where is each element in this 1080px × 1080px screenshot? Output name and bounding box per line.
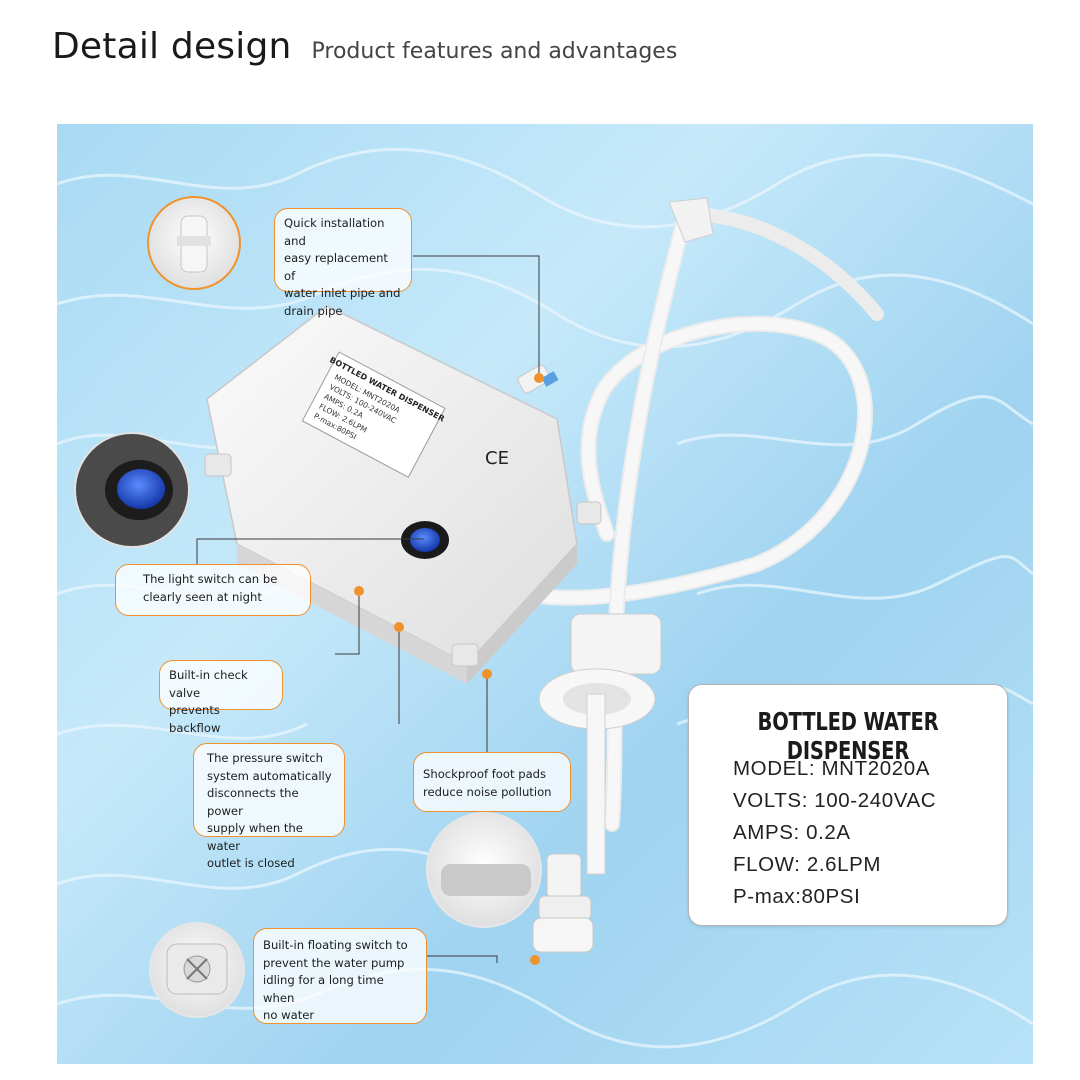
power-switch xyxy=(410,528,440,552)
spec-pmax: P-max:80PSI xyxy=(733,885,861,908)
callout-pressure-switch: The pressure switch system automatically… xyxy=(193,743,345,870)
spec-model: MODEL: MNT2020A xyxy=(733,757,930,780)
ce-mark: CE xyxy=(485,448,509,469)
callout-line: disconnects the power xyxy=(207,786,299,818)
callout-line: Quick installation and xyxy=(284,216,385,248)
marker-dots xyxy=(354,373,544,965)
leader-lines xyxy=(196,255,540,963)
page-title: Detail design xyxy=(52,26,292,67)
spec-amps: AMPS: 0.2A xyxy=(733,821,851,844)
callout-line: drain pipe xyxy=(284,303,343,318)
spec-title: BOTTLED WATER DISPENSER xyxy=(757,707,939,765)
callout-line: Shockproof foot pads xyxy=(423,767,547,781)
page-subtitle: Product features and advantages xyxy=(311,39,678,64)
spec-flow: FLOW: 2.6LPM xyxy=(733,853,882,876)
callout-floating-switch: Built-in floating switch to prevent the … xyxy=(253,928,427,1024)
header: Detail design Product features and advan… xyxy=(52,26,677,67)
callout-check-valve: Built-in check valve prevents backflow xyxy=(159,660,283,735)
callout-line: outlet is closed xyxy=(207,856,295,870)
callout-line: supply when the water xyxy=(207,821,303,853)
outlet-connector xyxy=(532,853,594,953)
callout-line: system automatically xyxy=(207,768,332,783)
callout-line: The light switch can be xyxy=(143,572,278,586)
callout-line: Built-in floating switch to xyxy=(263,938,408,952)
callout-quick-installation: Quick installation and easy replacement … xyxy=(274,208,412,318)
tubing xyxy=(519,201,884,832)
spec-card: BOTTLED WATER DISPENSER MODEL: MNT2020A … xyxy=(688,684,1008,926)
callout-line: idling for a long time when xyxy=(263,973,384,1005)
callout-line: clearly seen at night xyxy=(143,589,262,604)
callout-line: easy replacement of xyxy=(284,251,388,283)
callout-line: prevent the water pump xyxy=(263,955,405,970)
callout-line: reduce noise pollution xyxy=(423,784,552,799)
zoom-inlet-fitting xyxy=(147,196,241,290)
callout-line: Built-in check valve xyxy=(169,668,248,700)
zoom-floating-switch xyxy=(149,922,245,1018)
callout-line: water inlet pipe and xyxy=(284,286,401,300)
callout-line: The pressure switch xyxy=(207,751,324,765)
callout-light-switch: The light switch can be clearly seen at … xyxy=(115,564,311,616)
callout-foot-pads: Shockproof foot pads reduce noise pollut… xyxy=(413,752,571,812)
bottle-cap-adapter xyxy=(538,613,662,875)
zoom-light-switch xyxy=(74,432,190,548)
callout-line: prevents backflow xyxy=(169,703,221,735)
callout-line: no water xyxy=(263,1008,315,1022)
spec-volts: VOLTS: 100-240VAC xyxy=(733,789,937,812)
zoom-foot-pad xyxy=(426,812,542,928)
elbow-fitting xyxy=(668,197,714,243)
